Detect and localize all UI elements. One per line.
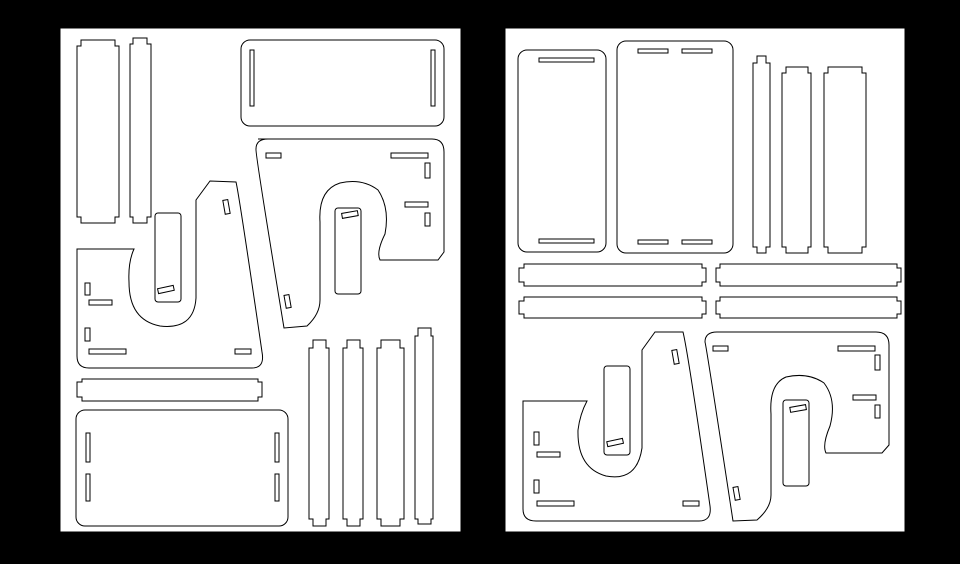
side-piece-right-b — [704, 331, 890, 522]
slot — [671, 349, 680, 365]
slot — [274, 432, 280, 463]
slot — [283, 293, 292, 309]
slot — [606, 437, 625, 448]
slot — [538, 57, 595, 63]
slot — [681, 239, 713, 245]
slot — [637, 48, 669, 54]
side-piece-left-a — [76, 180, 263, 369]
strip-vertical-7 — [823, 66, 867, 254]
strip-horizontal-4 — [715, 296, 902, 319]
slot — [424, 162, 431, 179]
slot — [84, 282, 91, 296]
strip-vertical-5 — [752, 55, 771, 254]
strip-left-1 — [76, 39, 120, 224]
slot — [682, 500, 700, 507]
slot — [424, 212, 431, 227]
strip-horizontal-2 — [715, 263, 902, 287]
panel-tall-1 — [517, 49, 607, 253]
slot — [234, 348, 252, 355]
sheet-left — [59, 27, 462, 533]
slot — [88, 348, 127, 355]
strip-vertical-6 — [781, 66, 812, 254]
slot — [222, 199, 231, 215]
strip-horizontal-3 — [518, 296, 707, 319]
slot — [536, 500, 575, 507]
inner-cutout — [782, 399, 810, 487]
slot — [789, 404, 807, 413]
slot — [874, 404, 881, 419]
slot — [85, 473, 91, 502]
strip-vertical-3 — [376, 339, 405, 527]
strip-vertical-1 — [308, 339, 330, 527]
slot — [681, 48, 713, 54]
slot — [637, 239, 669, 245]
panel-bottom-left — [75, 409, 289, 527]
slot — [88, 299, 113, 306]
slot — [265, 152, 282, 159]
inner-cutout — [154, 212, 182, 303]
slot — [874, 354, 881, 371]
slot — [852, 394, 877, 401]
slot — [732, 485, 741, 501]
slot — [404, 201, 429, 208]
strip-vertical-2 — [342, 339, 364, 527]
strip-horizontal-1 — [518, 263, 707, 287]
strip-vertical-4 — [414, 327, 434, 525]
slot — [536, 451, 561, 458]
slot — [84, 327, 91, 342]
slot — [249, 49, 255, 107]
slot — [274, 473, 280, 502]
side-piece-right-a — [522, 331, 711, 522]
slot — [712, 345, 729, 352]
strip-left-2 — [129, 37, 152, 224]
slot — [430, 49, 436, 107]
panel-tall-2 — [616, 40, 734, 254]
slot — [156, 284, 175, 295]
inner-cutout — [603, 365, 631, 456]
slot — [85, 432, 91, 463]
sheet-right-board — [504, 27, 906, 533]
strip-horizontal-left — [76, 378, 263, 402]
slot — [533, 431, 540, 446]
side-piece-left-b — [255, 138, 445, 329]
panel-top-right — [240, 39, 445, 127]
sheet-right — [504, 27, 906, 533]
slot — [341, 210, 359, 219]
slot — [538, 238, 595, 244]
slot — [390, 152, 429, 159]
inner-cutout — [334, 207, 362, 295]
sheet-left-board — [59, 27, 462, 533]
slot — [533, 479, 540, 494]
slot — [837, 345, 876, 352]
